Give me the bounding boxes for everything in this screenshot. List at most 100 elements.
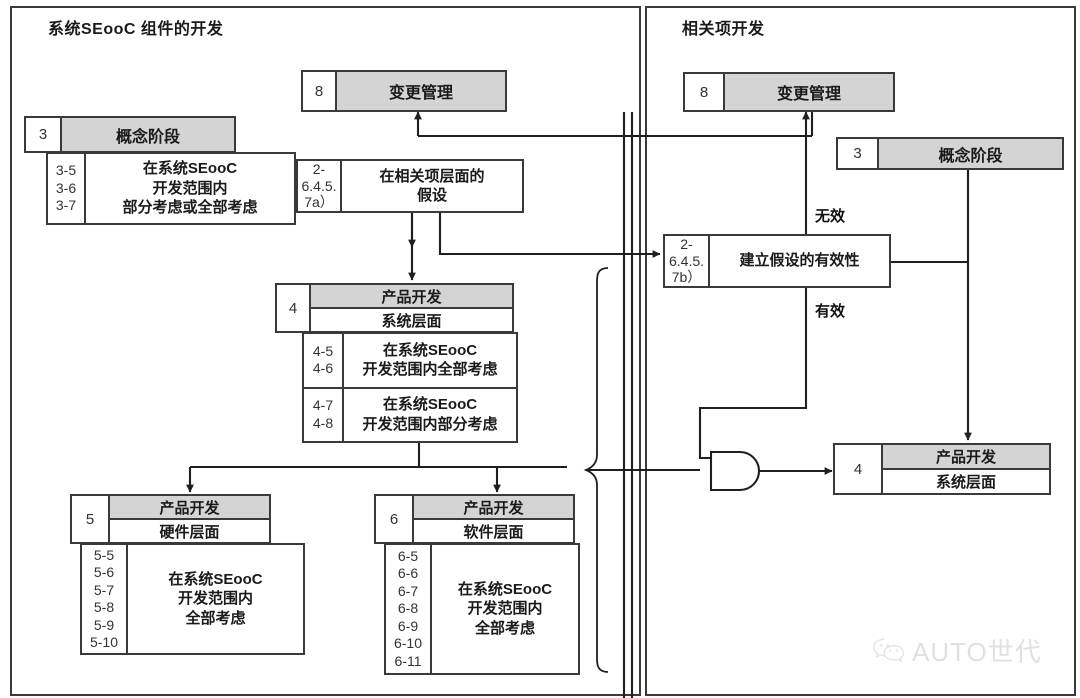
clause-item: 3-5	[55, 162, 77, 179]
clause-line: 6.4.5.	[301, 177, 337, 194]
node-title: 变更管理	[337, 72, 505, 110]
clause-item: 5-7	[93, 581, 115, 598]
node-title-stack: 产品开发 软件层面	[414, 496, 573, 542]
clause-item: 5-9	[93, 616, 115, 633]
text-line: 在系统SEooC	[382, 396, 478, 414]
panel-left-title: 系统SEooC 组件的开发	[48, 21, 224, 38]
node-item-level-assumption[interactable]: 2- 6.4.5. 7a） 在相关项层面的 假设	[296, 159, 524, 213]
text-line: 假设	[416, 187, 447, 204]
node-text: 在系统SEooC 开发范围内 全部考虑	[128, 545, 303, 653]
node-number: 8	[685, 74, 725, 110]
clause-line: 2-	[312, 160, 326, 177]
node-text: 在系统SEooC 开发范围内 部分考虑或全部考虑	[86, 154, 294, 223]
clause-list: 3-5 3-6 3-7	[48, 154, 86, 223]
node-text: 在系统SEooC 开发范围内 全部考虑	[432, 545, 578, 673]
node-subtitle: 软件层面	[414, 520, 573, 542]
clause-line: 2-	[680, 235, 693, 252]
clause-item: 4-5	[312, 342, 334, 359]
node-subtitle: 硬件层面	[110, 520, 269, 542]
clause-item: 3-7	[55, 197, 77, 214]
node-product-dev-software[interactable]: 6 产品开发 软件层面	[374, 494, 575, 544]
panel-right-title: 相关项开发	[682, 21, 765, 38]
clause-item: 6-10	[393, 635, 423, 652]
node-subtitle: 系统层面	[311, 309, 512, 331]
text-line: 在系统SEooC	[382, 341, 478, 359]
node-concept-detail-left[interactable]: 3-5 3-6 3-7 在系统SEooC 开发范围内 部分考虑或全部考虑	[46, 152, 296, 225]
node-text: 在系统SEooC 开发范围内部分考虑	[344, 389, 516, 442]
node-number: 8	[303, 72, 337, 110]
node-number: 6	[376, 496, 414, 542]
clause-item: 6-6	[397, 565, 419, 582]
clause-item: 4-8	[312, 414, 334, 431]
text-line: 在系统SEooC	[457, 580, 553, 598]
clause-list: 6-5 6-6 6-7 6-8 6-9 6-10 6-11	[386, 545, 432, 673]
node-product-dev-system-detail-left[interactable]: 4-5 4-6 在系统SEooC 开发范围内全部考虑 4-7 4-8 在系统SE…	[302, 332, 518, 443]
node-number: 4	[277, 285, 311, 331]
node-product-dev-hardware-detail[interactable]: 5-5 5-6 5-7 5-8 5-9 5-10 在系统SEooC 开发范围内 …	[80, 543, 305, 655]
node-title: 产品开发	[414, 496, 573, 520]
node-change-management-left[interactable]: 8 变更管理	[301, 70, 507, 112]
clause-item: 6-9	[397, 617, 419, 634]
clause-list: 4-5 4-6	[304, 334, 344, 387]
text-line: 开发范围内部分考虑	[362, 415, 498, 433]
node-product-dev-system-left[interactable]: 4 产品开发 系统层面	[275, 283, 514, 333]
clause-line: 6.4.5.	[668, 252, 705, 269]
node-title: 概念阶段	[879, 139, 1062, 168]
clause-item: 6-5	[397, 547, 419, 564]
text-line: 在系统SEooC	[168, 570, 263, 588]
node-product-dev-hardware[interactable]: 5 产品开发 硬件层面	[70, 494, 271, 544]
panel-left-seooc	[10, 6, 641, 696]
watermark: AUTO世代	[872, 632, 1042, 669]
node-assumption-validity[interactable]: 2- 6.4.5. 7b） 建立假设的有效性	[663, 234, 891, 288]
text-line: 开发范围内全部考虑	[362, 361, 498, 379]
node-text: 在相关项层面的 假设	[342, 161, 522, 211]
detail-row: 4-5 4-6 在系统SEooC 开发范围内全部考虑	[304, 334, 516, 389]
watermark-text: AUTO世代	[912, 637, 1042, 667]
clause-item: 6-8	[397, 600, 419, 617]
node-title: 产品开发	[883, 445, 1049, 470]
node-number: 5	[72, 496, 110, 542]
clause-item: 5-6	[93, 564, 115, 580]
clause-line: 7a）	[304, 194, 334, 211]
clause-item: 3-6	[55, 179, 77, 196]
node-concept-phase-right[interactable]: 3 概念阶段	[836, 137, 1064, 170]
node-title: 产品开发	[311, 285, 512, 309]
node-number: 4	[835, 445, 883, 493]
clause-item: 4-6	[312, 360, 334, 377]
clause-item: 6-11	[394, 652, 422, 669]
clause-list: 4-7 4-8	[304, 388, 344, 441]
wechat-icon	[873, 638, 905, 662]
node-text: 建立假设的有效性	[739, 252, 860, 270]
clause-item: 5-10	[89, 634, 119, 650]
node-change-management-right[interactable]: 8 变更管理	[683, 72, 895, 112]
clause-item: 5-5	[93, 546, 115, 563]
text-line: 在系统SEooC	[142, 160, 238, 178]
clause-line: 7b）	[671, 269, 702, 286]
text-line: 全部考虑	[474, 619, 535, 637]
text-line: 开发范围内	[152, 179, 228, 197]
clause-item: 5-8	[93, 599, 115, 615]
clause-item: 4-7	[312, 397, 334, 414]
node-number: 3	[26, 118, 62, 151]
node-title-stack: 产品开发 系统层面	[883, 445, 1049, 493]
edge-label-invalid: 无效	[815, 208, 846, 225]
node-concept-phase-left[interactable]: 3 概念阶段	[24, 116, 236, 153]
text-line: 部分考虑或全部考虑	[122, 199, 258, 217]
node-product-dev-system-right[interactable]: 4 产品开发 系统层面	[833, 443, 1051, 495]
clause-reference: 2- 6.4.5. 7a）	[298, 161, 342, 211]
detail-row: 4-7 4-8 在系统SEooC 开发范围内部分考虑	[304, 388, 516, 442]
node-title: 变更管理	[725, 74, 893, 110]
node-text: 在系统SEooC 开发范围内全部考虑	[344, 334, 516, 387]
clause-reference: 2- 6.4.5. 7b）	[665, 236, 710, 286]
node-title: 产品开发	[110, 496, 269, 520]
panel-right-item	[645, 6, 1076, 696]
node-title-stack: 产品开发 系统层面	[311, 285, 512, 331]
edge-label-valid: 有效	[815, 303, 846, 320]
node-title-stack: 产品开发 硬件层面	[110, 496, 269, 542]
node-product-dev-software-detail[interactable]: 6-5 6-6 6-7 6-8 6-9 6-10 6-11 在系统SEooC 开…	[384, 543, 580, 675]
clause-list: 5-5 5-6 5-7 5-8 5-9 5-10	[82, 545, 128, 653]
node-title: 概念阶段	[62, 118, 234, 151]
text-line: 开发范围内	[467, 600, 543, 618]
text-line: 全部考虑	[185, 609, 246, 627]
